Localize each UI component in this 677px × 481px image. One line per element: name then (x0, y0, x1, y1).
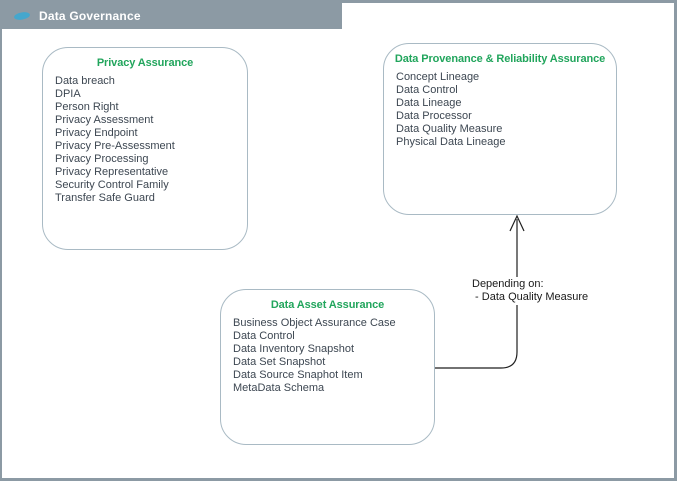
list-item: Data Control (396, 84, 458, 96)
list-item: Data Processor (396, 110, 472, 122)
list-item: Data Inventory Snapshot (233, 343, 355, 355)
list-item: Transfer Safe Guard (55, 192, 155, 204)
box-data-asset-assurance[interactable]: Data Asset Assurance Business Object Ass… (220, 289, 435, 445)
list-item: Privacy Processing (55, 153, 149, 165)
box-title: Data Asset Assurance (270, 299, 385, 311)
list-item: Data Lineage (396, 97, 462, 109)
list-item: Data Set Snapshot (233, 356, 326, 368)
list-item: Data Source Snaphot Item (233, 369, 363, 381)
list-item: Privacy Endpoint (55, 127, 138, 139)
connector-label: Depending on: - Data Quality Measure (470, 277, 591, 305)
list-item: Person Right (55, 101, 119, 113)
page-title: Data Governance (39, 9, 141, 23)
diagram-icon (12, 10, 32, 22)
list-item: Privacy Assessment (55, 114, 154, 126)
box-title: Data Provenance & Reliability Assurance (394, 53, 606, 65)
list-item: Privacy Pre-Assessment (55, 140, 175, 152)
list-item: MetaData Schema (233, 382, 325, 394)
list-item: Security Control Family (55, 179, 169, 191)
list-item: Physical Data Lineage (396, 136, 506, 148)
header-bar: Data Governance (2, 3, 342, 29)
list-item: Data Control (233, 330, 295, 342)
list-item: DPIA (55, 88, 81, 100)
box-title: Privacy Assurance (96, 57, 194, 69)
box-data-provenance-reliability-assurance[interactable]: Data Provenance & Reliability Assurance … (383, 43, 617, 215)
list-item: Privacy Representative (55, 166, 169, 178)
connector-label-line2: - Data Quality Measure (472, 291, 589, 303)
list-item: Data Quality Measure (396, 123, 503, 135)
list-item: Concept Lineage (396, 71, 480, 83)
connector-label-line1: Depending on: (472, 278, 544, 290)
list-item: Business Object Assurance Case (233, 317, 396, 329)
list-item: Data breach (55, 75, 115, 87)
